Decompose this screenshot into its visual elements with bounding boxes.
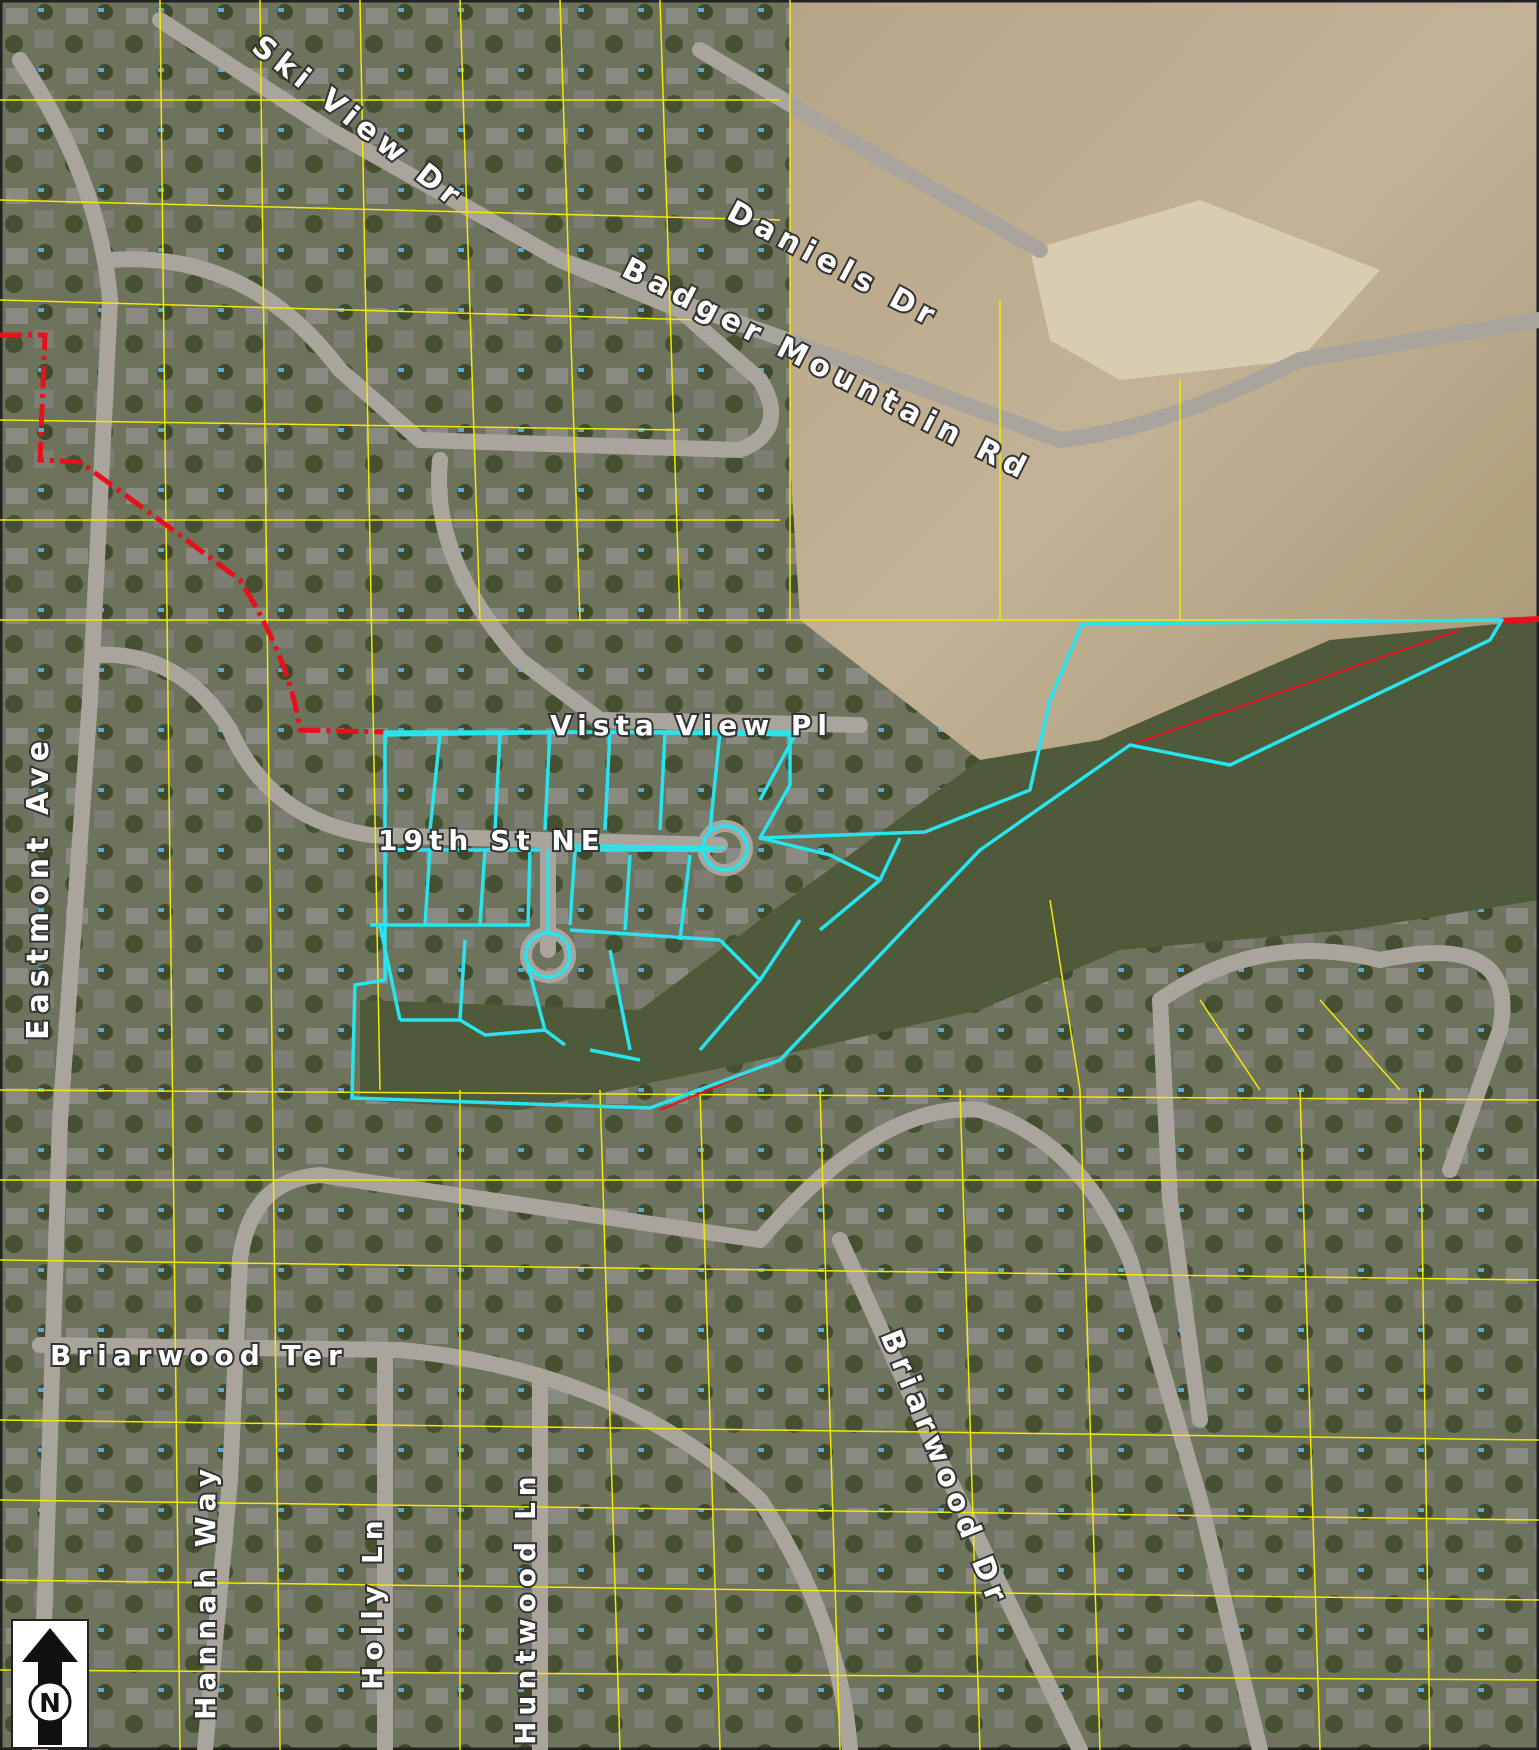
road-vista-view-pl	[431, 452, 868, 733]
street-label-briarwood-ter: Briarwood Ter	[50, 1339, 348, 1372]
road-badger-mountain-rd	[552, 252, 1539, 448]
project-boundary	[350, 618, 1504, 1110]
red-boundary-line	[0, 332, 386, 735]
ravine-vegetation	[360, 620, 1539, 1110]
road-briarwood-dr	[832, 1232, 1088, 1750]
road-daniels-dr	[692, 42, 1048, 258]
project-lots-east	[759, 836, 902, 932]
road-briarwood-ter	[32, 1337, 858, 1750]
street-label-19th-st-ne: 19th St NE	[378, 824, 606, 857]
road-hannah-way	[197, 1252, 248, 1750]
road-east-loop	[1152, 943, 1511, 1178]
project-lots-south	[378, 919, 802, 1062]
project-lots-lower	[370, 848, 721, 942]
street-label-vista-view-pl: Vista View Pl	[550, 709, 833, 742]
street-label-huntwood-ln: Huntwood Ln	[509, 1470, 542, 1745]
hillside-terrain	[790, 0, 1539, 760]
hillside-light-area	[1030, 200, 1380, 380]
road-eastmont-ave	[12, 52, 118, 1750]
road-network	[12, 12, 1539, 1750]
north-arrow-circle	[28, 1680, 72, 1724]
north-arrow-letter: N	[39, 1689, 61, 1719]
project-spur-road	[546, 843, 726, 933]
street-label-holly-ln: Holly Ln	[356, 1514, 389, 1690]
road-east-connector	[1152, 992, 1208, 1428]
road-upper-loop	[102, 251, 780, 458]
project-lots-upper	[384, 729, 801, 831]
road-briarwood-loop	[232, 1101, 1268, 1750]
road-19th-st-ne	[87, 646, 728, 853]
project-outline	[350, 618, 1504, 1110]
street-label-hannah-way: Hannah Way	[189, 1463, 222, 1720]
street-label-eastmont-ave: Eastmont Ave	[21, 735, 56, 1040]
north-arrow: N	[11, 1619, 89, 1749]
red-boundary-east	[1499, 616, 1539, 624]
